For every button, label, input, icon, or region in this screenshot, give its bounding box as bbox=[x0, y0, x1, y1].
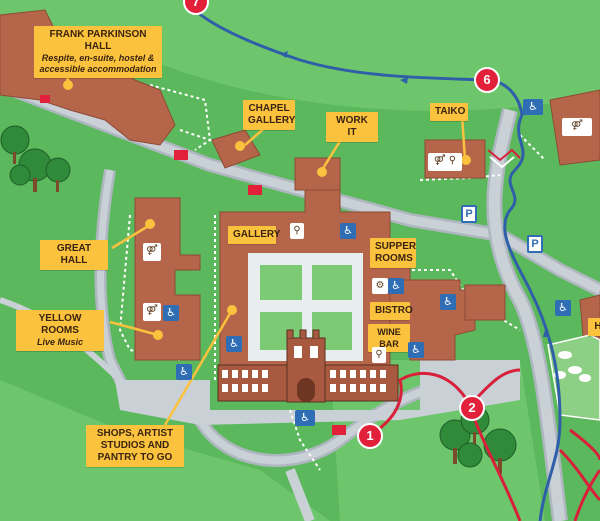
path-zigzag bbox=[487, 148, 521, 162]
label-work-it[interactable]: WORK IT bbox=[326, 112, 378, 142]
label-title: YELLOW ROOMS bbox=[38, 313, 82, 336]
toilets-icon: ⚤ bbox=[143, 243, 161, 261]
label-title: TAIKO bbox=[435, 106, 466, 117]
toilets-icon: ⚤ ⚲ bbox=[428, 153, 462, 171]
location-pin bbox=[153, 330, 163, 340]
label-title: GALLERY bbox=[233, 229, 281, 240]
steps bbox=[40, 95, 346, 435]
label-title: GREAT HALL bbox=[56, 243, 92, 266]
label-title: BISTRO bbox=[375, 305, 413, 316]
trees bbox=[0, 125, 517, 474]
label-partial-h[interactable]: H bbox=[588, 318, 600, 336]
east-road-surface bbox=[488, 108, 566, 521]
location-pin bbox=[461, 155, 471, 165]
wheelchair-icon: ♿ bbox=[388, 278, 404, 294]
accessible-parking-icon[interactable]: ♿ bbox=[523, 99, 543, 115]
wheelchair-icon: ♿ bbox=[176, 364, 192, 380]
route-marker-2[interactable]: 2 bbox=[459, 395, 485, 421]
label-subtitle: Live Music bbox=[36, 337, 83, 347]
blue-route bbox=[183, 0, 562, 521]
label-title: SHOPS, ARTIST STUDIOS AND PANTRY TO GO bbox=[96, 428, 174, 463]
toilet-icon: ⚲ bbox=[372, 347, 386, 363]
label-chapel-gallery[interactable]: CHAPEL GALLERY bbox=[243, 100, 295, 130]
label-title: WINE BAR bbox=[377, 327, 401, 349]
wheelchair-icon: ♿ bbox=[555, 300, 571, 316]
wheelchair-icon: ♿ bbox=[163, 305, 179, 321]
path-zigzag-white bbox=[489, 156, 515, 169]
wheelchair-icon: ♿ bbox=[340, 223, 356, 239]
label-title: H bbox=[594, 321, 600, 332]
gatehouse-facade bbox=[217, 329, 399, 403]
south-exit-road bbox=[285, 468, 315, 521]
route-marker-6[interactable]: 6 bbox=[474, 67, 500, 93]
label-supper-rooms[interactable]: SUPPER ROOMS bbox=[370, 238, 416, 268]
location-pin bbox=[145, 219, 155, 229]
location-pin bbox=[317, 167, 327, 177]
wheelchair-icon: ♿ bbox=[408, 342, 424, 358]
wheelchair-icon: ♿ bbox=[440, 294, 456, 310]
label-taiko[interactable]: TAIKO bbox=[430, 103, 468, 121]
toilets-icon: ⚤ bbox=[562, 118, 592, 136]
label-title: CHAPEL GALLERY bbox=[248, 103, 296, 126]
label-frank-parkinson-hall[interactable]: FRANK PARKINSON HALL Respite, en-suite, … bbox=[34, 26, 162, 78]
forecourt bbox=[115, 360, 520, 425]
accessible-parking-icon[interactable]: ♿ bbox=[295, 410, 315, 426]
west-road-surface bbox=[97, 169, 134, 402]
location-pin bbox=[235, 141, 245, 151]
label-title: WORK IT bbox=[336, 115, 368, 138]
location-pin bbox=[63, 80, 73, 90]
parking-icon[interactable]: P bbox=[461, 205, 477, 223]
location-pin bbox=[227, 305, 237, 315]
label-title: FRANK PARKINSON HALL bbox=[49, 29, 147, 52]
label-title: SUPPER ROOMS bbox=[375, 241, 417, 264]
toilets-icon: ⚤ bbox=[143, 303, 161, 321]
label-bistro[interactable]: BISTRO bbox=[370, 302, 413, 320]
parking-icon[interactable]: P bbox=[527, 235, 543, 253]
label-gallery[interactable]: GALLERY bbox=[228, 226, 281, 244]
label-shops[interactable]: SHOPS, ARTIST STUDIOS AND PANTRY TO GO bbox=[86, 425, 184, 467]
animal-enclosure-icon bbox=[554, 351, 591, 382]
label-subtitle: Respite, en-suite, hostel & accessible a… bbox=[39, 53, 157, 74]
toilet-icon: ⚲ bbox=[290, 223, 304, 239]
route-marker-1[interactable]: 1 bbox=[357, 423, 383, 449]
bicycle-icon: ⚙ bbox=[372, 278, 388, 294]
blue-route-arrows bbox=[280, 51, 550, 337]
wheelchair-icon: ♿ bbox=[226, 336, 242, 352]
label-great-hall[interactable]: GREAT HALL bbox=[40, 240, 108, 270]
label-yellow-rooms[interactable]: YELLOW ROOMS Live Music bbox=[16, 310, 104, 351]
